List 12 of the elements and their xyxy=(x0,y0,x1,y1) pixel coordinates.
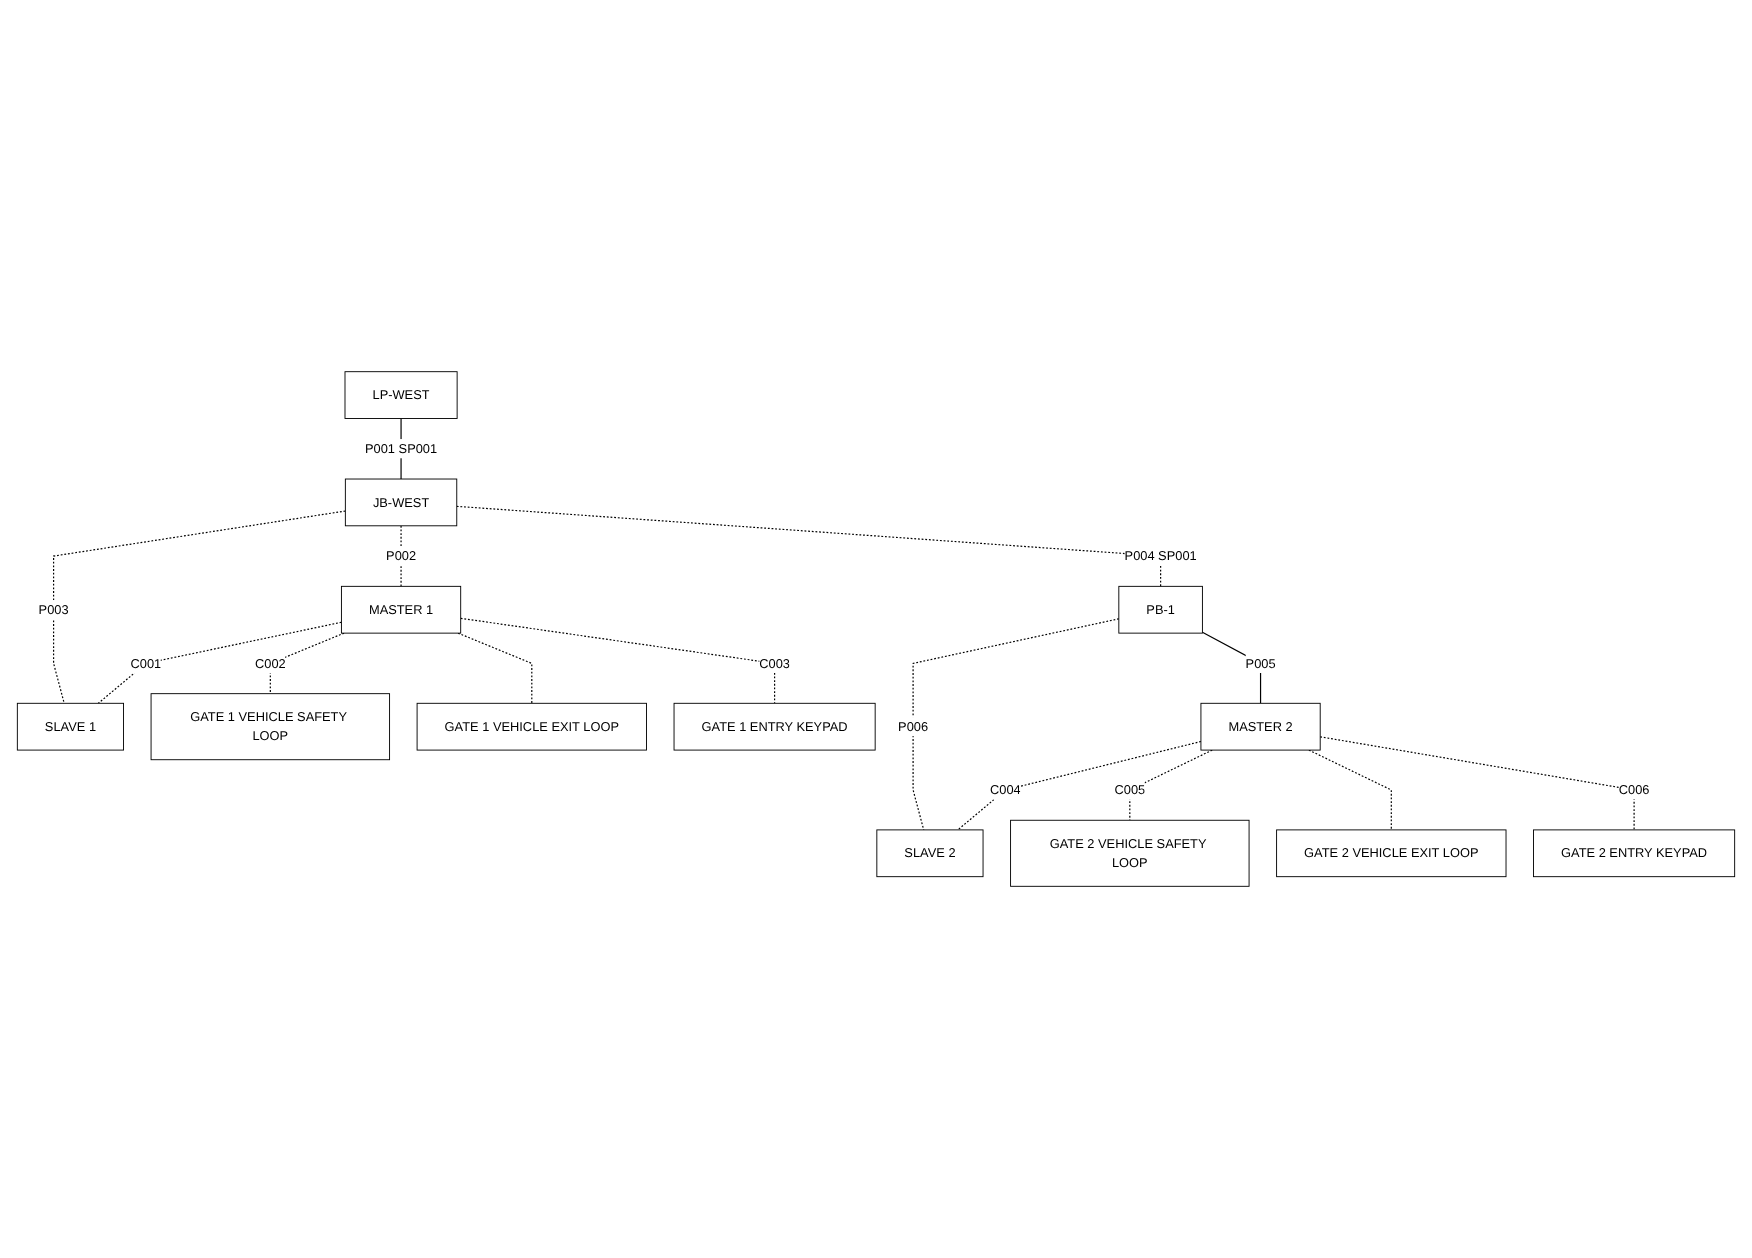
connector xyxy=(97,621,343,704)
connector xyxy=(1319,736,1635,831)
connector xyxy=(456,505,1162,587)
connector xyxy=(1129,749,1213,821)
connector xyxy=(269,632,345,695)
connector xyxy=(400,525,402,587)
connector xyxy=(1308,749,1392,831)
connector xyxy=(457,632,533,704)
connector xyxy=(957,740,1202,831)
connector xyxy=(53,510,346,704)
connector xyxy=(460,617,776,704)
connector xyxy=(912,618,1120,831)
